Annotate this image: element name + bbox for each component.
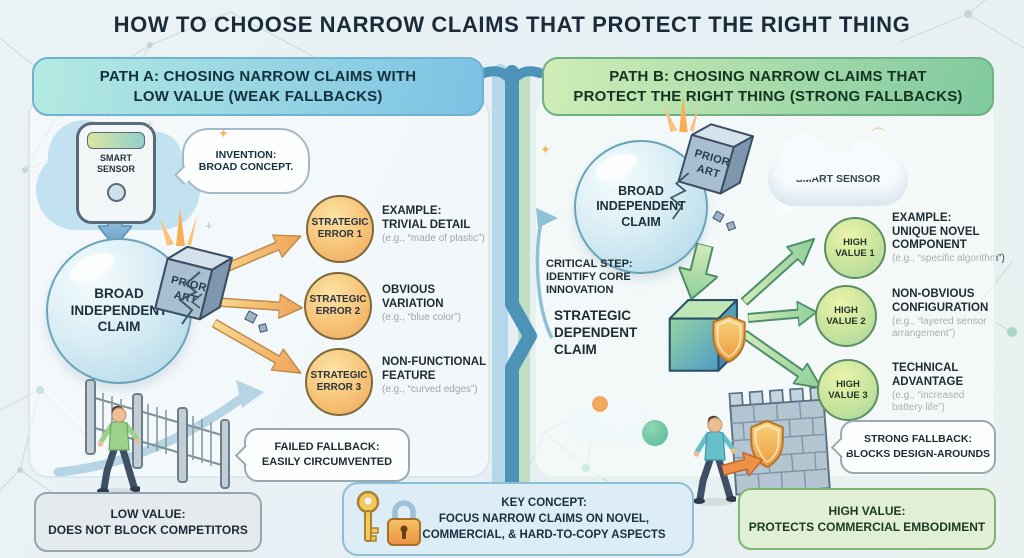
teal-dot-decoration	[642, 420, 668, 446]
sensor-cloud-bubble: SMART SENSOR	[768, 134, 908, 206]
high-value-badge: HIGH VALUE 1	[824, 217, 886, 279]
shield-icon	[712, 315, 746, 363]
lock-icon	[387, 500, 421, 546]
smart-sensor-device-icon: SMART SENSOR	[76, 122, 156, 224]
high-value-badge: HIGH VALUE 2	[815, 285, 877, 347]
sensor-button	[106, 182, 126, 202]
path-b-header: PATH B: CHOSING NARROW CLAIMS THAT PROTE…	[542, 57, 994, 116]
impact-spark-icon	[663, 95, 700, 133]
key-concept-text: KEY CONCEPT: FOCUS NARROW CLAIMS ON NOVE…	[422, 496, 666, 542]
failed-fallback-bubble: FAILED FALLBACK: EASILY CIRCUMVENTED	[244, 428, 410, 482]
low-value-outcome-box: LOW VALUE: DOES NOT BLOCK COMPETITORS	[34, 492, 262, 552]
advance-arrow-icon	[720, 451, 764, 477]
circumvent-arrow-icon	[53, 380, 264, 477]
divider-ribbon	[479, 64, 545, 496]
crack-icon	[178, 271, 203, 325]
high-value-arrow-icon	[740, 329, 823, 390]
high-value-outcome-box: HIGH VALUE: PROTECTS COMMERCIAL EMBODIME…	[738, 488, 996, 550]
strategic-error-badge: STRATEGIC ERROR 2	[304, 272, 372, 340]
high-value-badge: HIGH VALUE 3	[817, 359, 879, 421]
dependent-claim-label: STRATEGIC DEPENDENT CLAIM	[554, 308, 638, 357]
key-icon	[356, 490, 380, 542]
strategic-error-arrow-icon	[211, 318, 302, 374]
orange-dot-decoration	[592, 396, 608, 412]
sparkle-icon: +	[205, 218, 213, 233]
sensor-screen	[87, 132, 145, 149]
error-heading: EXAMPLE: TRIVIAL DETAIL	[382, 205, 471, 231]
path-a-header: PATH A: CHOSING NARROW CLAIMS WITH LOW V…	[32, 57, 484, 116]
value-heading: TECHNICAL ADVANTAGE	[892, 362, 964, 388]
high-value-arrow-icon	[740, 237, 816, 306]
critical-step-label: CRITICAL STEP: IDENTIFY CORE INNOVATION	[546, 258, 633, 296]
walking-person-icon	[693, 415, 736, 506]
value-heading: EXAMPLE: UNIQUE NOVEL COMPONENT	[892, 212, 980, 252]
claim-connector-arrow-icon	[535, 208, 558, 339]
invention-speech-bubble: INVENTION: BROAD CONCEPT.	[182, 128, 310, 194]
page-title: HOW TO CHOOSE NARROW CLAIMS THAT PROTECT…	[113, 12, 911, 37]
error-heading: NON-FUNCTIONAL FEATURE	[382, 356, 487, 382]
sparkle-icon: ⌒	[872, 127, 886, 142]
strategic-error-badge: STRATEGIC ERROR 3	[305, 348, 373, 416]
sparkle-icon: ✦	[540, 142, 551, 157]
fence-icon	[85, 379, 230, 489]
sparkle-icon: +	[146, 116, 154, 131]
error-heading: OBVIOUS VARIATION	[382, 284, 444, 310]
value-heading: NON-OBVIOUS CONFIGURATION	[892, 288, 989, 314]
sensor-device-label: SMART SENSOR	[96, 153, 135, 175]
walking-person-icon	[97, 405, 140, 496]
sparkle-icon: ✦	[218, 126, 229, 141]
strategic-error-arrow-icon	[217, 293, 303, 320]
claim-to-cube-arrow-icon	[677, 241, 719, 301]
shield-icon	[750, 419, 784, 469]
impact-spark-icon	[160, 208, 197, 246]
prior-art-cube-icon	[677, 123, 755, 195]
crack-icon	[669, 172, 690, 220]
high-value-arrow-icon	[747, 300, 818, 327]
strategic-error-badge: STRATEGIC ERROR 1	[306, 195, 374, 263]
strong-fallback-bubble: STRONG FALLBACK: BLOCKS DESIGN-AROUNDS	[840, 420, 996, 474]
